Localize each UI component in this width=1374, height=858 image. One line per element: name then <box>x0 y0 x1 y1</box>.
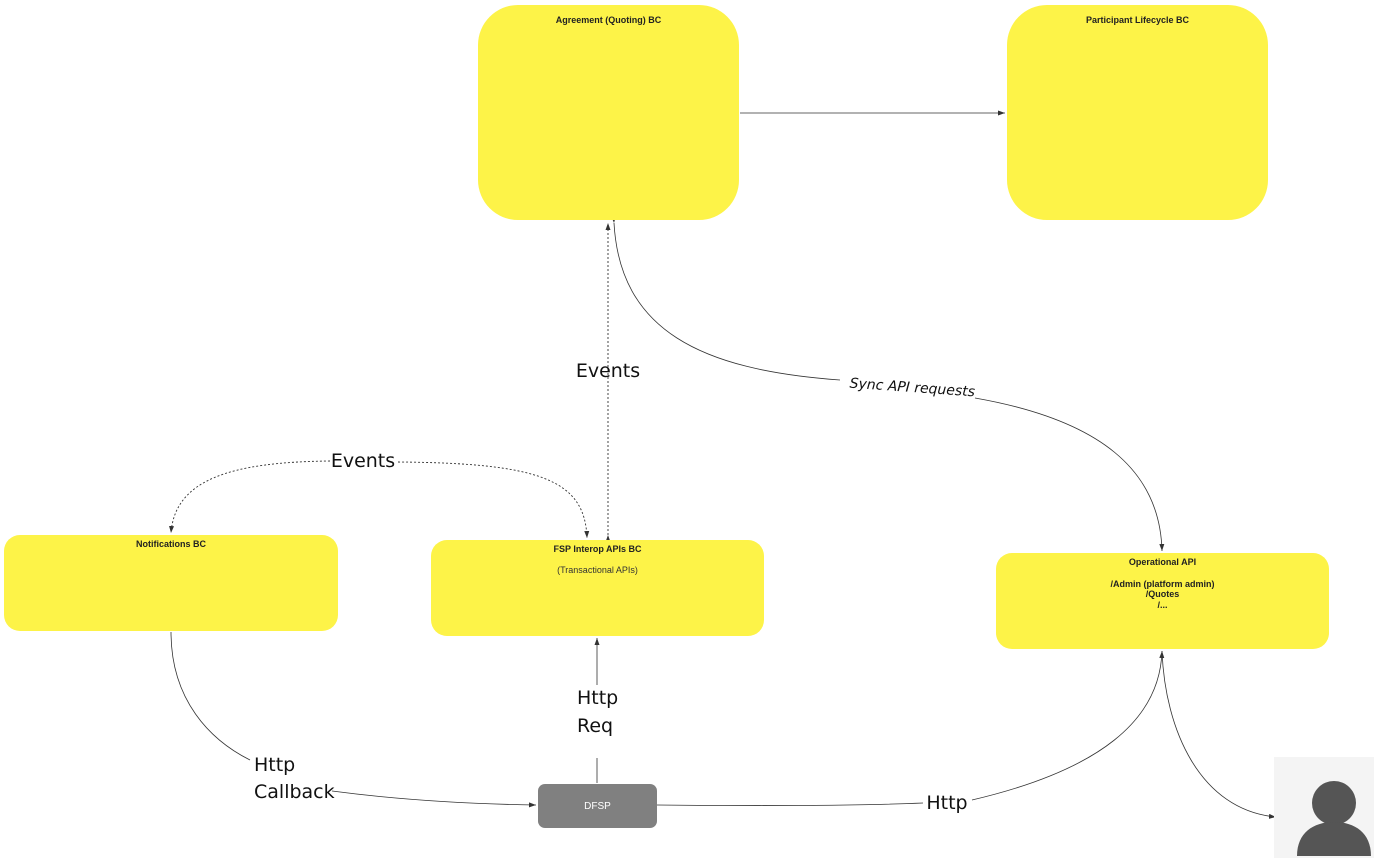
dfsp-title: DFSP <box>584 801 611 812</box>
fsp-interop-apis-bc-title: FSP Interop APIs BC <box>553 544 642 554</box>
user-avatar-icon <box>1274 757 1374 858</box>
http-callback-label-line1: Http <box>254 754 295 776</box>
edge-events-to-notifications <box>169 460 331 534</box>
edges <box>169 110 1277 819</box>
notifications-bc-title: Notifications BC <box>136 539 207 549</box>
fsp-interop-apis-bc-box: FSP Interop APIs BC (Transactional APIs) <box>431 540 764 636</box>
http-callback-label-line2: Callback <box>254 781 335 803</box>
events-label-vertical: Events <box>576 360 640 382</box>
http-req-label-line1: Http <box>577 687 618 709</box>
http-req-label-line2: Req <box>577 715 613 737</box>
agreement-bc-title: Agreement (Quoting) BC <box>556 15 662 25</box>
http-label: Http <box>926 792 967 814</box>
edge-sync-api-requests <box>614 223 1162 551</box>
events-label-horizontal: Events <box>331 450 395 472</box>
participant-lifecycle-bc-title: Participant Lifecycle BC <box>1086 15 1190 25</box>
edge-http-callback <box>170 631 536 805</box>
edge-http-dfsp-operational <box>656 651 1162 806</box>
operational-api-line-more: /... <box>1157 600 1167 610</box>
operational-api-line-quotes: /Quotes <box>1146 589 1180 599</box>
participant-lifecycle-bc-box: Participant Lifecycle BC <box>1007 5 1268 220</box>
sync-api-requests-label: Sync API requests <box>849 376 975 401</box>
operational-api-line-admin: /Admin (platform admin) <box>1111 579 1215 589</box>
notifications-bc-box: Notifications BC <box>4 535 338 631</box>
edge-operational-to-user <box>1161 650 1277 819</box>
operational-api-box: Operational API /Admin (platform admin) … <box>996 553 1329 649</box>
dfsp-box: DFSP <box>538 784 657 828</box>
operational-api-title: Operational API <box>1129 557 1196 567</box>
edge-events-to-fsp <box>397 461 590 539</box>
agreement-bc-box: Agreement (Quoting) BC <box>478 5 739 220</box>
fsp-interop-apis-bc-subtitle: (Transactional APIs) <box>557 565 638 575</box>
